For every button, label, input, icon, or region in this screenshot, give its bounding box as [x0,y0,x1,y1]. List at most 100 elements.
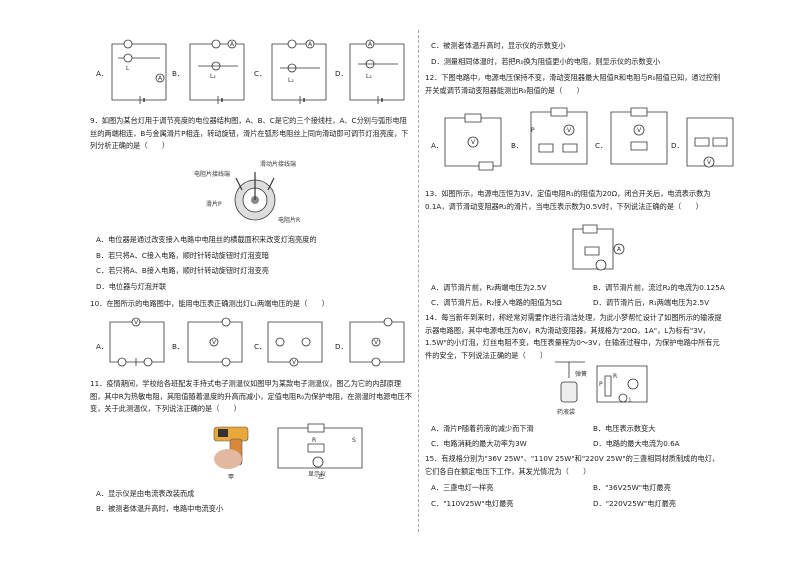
q9-option-c: C．若只将A、B接入电路，顺时针转动旋钮时灯泡变亮 [96,266,269,275]
q13-option-c: C．调节滑片后，R₂接入电路的阻值为5Ω [431,298,562,307]
q12-circuit-c: V [609,106,671,168]
q13-circuit-figure: A [571,225,627,275]
q10-circuit-c: V [266,316,326,364]
q15-option-c: C．"110V25W"电灯最亮 [431,499,514,508]
q9-option-a: A．电位器是通过改变接入电路中电阻丝的横截面积来改变灯泡亮度的 [96,235,317,244]
ammeter-icon [156,74,164,82]
q12-number: 12． [425,73,442,82]
q11-thermometer-photo [208,425,254,469]
svg-text:V: V [707,159,712,166]
svg-text:V: V [471,139,476,146]
q13-number: 13． [425,189,442,198]
q11-label-r: R [312,437,316,444]
q8-circuit-b: A L₂ [188,38,248,102]
q11-circuit-figure: R S 显示仪 [268,422,368,478]
q10-circuit-b: V [186,316,246,364]
q9-label-resistor-terminal: 电阻片接线端 [194,170,230,178]
svg-text:V: V [567,127,572,134]
svg-text:L₂: L₂ [288,77,294,84]
q14-infusion-figure: 弹簧 药液袋 P R L [545,358,655,416]
q9-option-d: D．电位器与灯泡并联 [96,282,167,291]
q10-option-d: D． [335,342,348,351]
q11-label-jia: 甲 [228,474,235,481]
q13-option-b: B．调节滑片前，流过R₂的电流为0.125A [593,283,725,292]
q8-option-c: C． [254,69,267,78]
q14-label-r: R [613,373,617,380]
q12-option-a: A． [431,141,444,150]
q9-number: 9． [90,116,102,125]
svg-text:V: V [212,339,217,346]
svg-text:L₂: L₂ [210,73,216,80]
q13-text: 如图所示，电源电压恒为3V，定值电阻R₁的阻值为20Ω，闭合开关后，电流表示数为… [425,189,711,211]
q14-label-bag: 药液袋 [557,408,575,416]
q8-option-b: B． [172,69,185,78]
q10-option-b: B． [172,342,185,351]
q8-circuit-d: A L₂ [348,38,408,102]
q12-circuit-b: V P [529,106,591,168]
q14-stem: 14．每当新年到来时，称经常对需要作进行清洁处理，为此小梦帮忙设计了如图所示的输… [425,312,725,362]
q14-label-spring: 弹簧 [575,370,587,378]
svg-text:A: A [308,41,313,48]
q14-label-l: L [629,397,633,404]
lamp-icon [124,40,132,48]
q12-circuit-d: V [685,112,747,170]
q12-option-c: C． [595,141,608,150]
q15-option-a: A．三盏电灯一样亮 [431,483,494,492]
svg-text:P: P [531,127,535,134]
q11-option-b: B．被测者体温升高时，电路中电流变小 [96,504,224,513]
q10-stem: 10．在图所示的电路图中，能用电压表正确测出灯L₁两端电压的是（ ） [90,298,329,309]
q11-stem: 11．疫情期间，学校给各班配发手持式电子测温仪如图甲为某款电子测温仪，图乙为它的… [90,378,412,416]
svg-text:A: A [368,41,373,48]
right-column: C．被测者体温升高时，显示仪的示数变小 D．测量相同体温时，若把R₀换为阻值更小… [425,0,725,562]
q9-stem: 9．如图为某台灯用于调节亮度的电位器结构图，A、B、C是它的三个接线柱，A、C分… [90,115,412,153]
q11-text: 疫情期间，学校给各班配发手持式电子测温仪如图甲为某款电子测温仪，图乙为它的内部原… [90,379,412,413]
column-divider [418,30,419,532]
q12-text: 下图电路中，电源电压保持不变，滑动变阻器最大阻值R和电阻与R₀阻值已知，通过控制… [425,73,721,95]
q9-label-slider-terminal: 滑动片接线端 [260,160,296,168]
q14-option-c: C．电路消耗的最大功率为3W [431,439,527,448]
q11-option-a: A．显示仪是由电流表改装而成 [96,489,195,498]
q9-label-resistor-r: 电阻片R [278,216,300,224]
q9-potentiometer-figure: 滑动片接线端 电阻片接线端 滑片P 电阻片R [194,160,300,224]
q10-option-a: A． [96,342,109,351]
q15-option-b: B．"36V25W"电灯最亮 [593,483,671,492]
q13-stem: 13．如图所示，电源电压恒为3V，定值电阻R₁的阻值为20Ω，闭合开关后，电流表… [425,188,725,213]
left-column: A． B． C． D． A L A L₂ [90,0,415,562]
q12-option-d: D． [671,141,684,150]
q14-option-a: A．滑片P随着药液的减少而下滑 [431,424,534,433]
q8-circuit-a: A L [110,38,170,102]
q8-option-d: D． [335,69,348,78]
q9-label-slider-p: 滑片P [206,200,222,208]
q11-option-d: D．测量相同体温时，若把R₀换为阻值更小的电阻，则显示仪的示数变小 [431,57,661,66]
q11-option-c: C．被测者体温升高时，显示仪的示数变小 [431,41,566,50]
q10-circuit-d: V [348,316,408,364]
svg-text:A: A [230,41,235,48]
q15-number: 15． [425,454,442,463]
q8-circuit-c: A L₂ [270,38,330,102]
svg-text:V: V [292,359,297,366]
q12-circuit-a: V [443,112,505,170]
q8-option-a: A． [96,69,109,78]
q10-circuit-a: V [108,316,168,364]
q15-stem: 15．有规格分别为"36V 25W"、"110V 25W"和"220V 25W"… [425,453,725,478]
q9-text: 如图为某台灯用于调节亮度的电位器结构图，A、B、C是它的三个接线柱，A、C分别与… [90,116,409,150]
q11-label-display: 显示仪 [308,471,326,478]
svg-text:L₂: L₂ [366,73,372,80]
q15-text: 有规格分别为"36V 25W"、"110V 25W"和"220V 25W"的三盏… [425,454,720,476]
q12-stem: 12．下图电路中，电源电压保持不变，滑动变阻器最大阻值R和电阻与R₀阻值已知，通… [425,72,725,97]
q14-option-d: D．电路的最大电流为0.6A [593,439,680,448]
q12-option-b: B． [511,141,524,150]
svg-text:L: L [126,65,130,72]
q10-text: 在图所示的电路图中，能用电压表正确测出灯L₁两端电压的是（ ） [106,299,329,308]
svg-text:V: V [134,319,139,326]
q11-number: 11． [90,379,107,388]
q11-label-yi: 乙 [318,474,325,481]
q14-option-b: B．电压表示数变大 [593,424,656,433]
q13-option-a: A．调节滑片前，R₂两端电压为2.5V [431,283,547,292]
q10-option-c: C． [254,342,267,351]
q10-number: 10． [90,299,107,308]
q11-label-s: S [352,437,356,444]
q14-label-p: P [599,381,603,388]
svg-text:A: A [617,246,622,253]
q14-number: 14． [425,313,442,322]
